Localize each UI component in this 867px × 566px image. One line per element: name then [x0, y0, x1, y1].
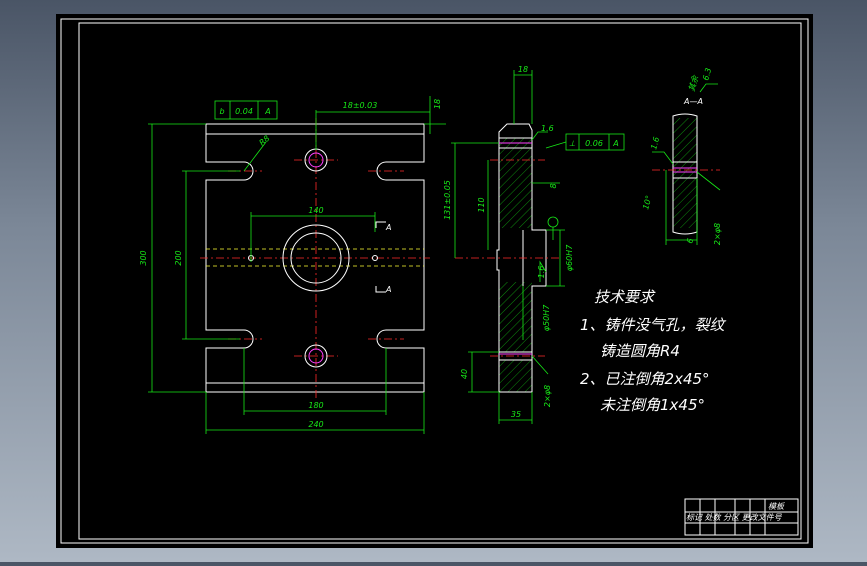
notes-line-4: 未注倒角1x45° [600, 396, 705, 414]
center-bore-inner [290, 232, 342, 284]
notes-line-2: 铸造圆角R4 [600, 342, 680, 360]
side-dim-bore: φ60H7 [565, 244, 574, 271]
notes-line-1: 1、铸件没气孔，裂纹 [580, 316, 727, 334]
side-tolerance-frame: ⟂ 0.06 A [545, 133, 625, 151]
dim-top-right: 18 [433, 99, 442, 109]
dim-bottom-outer: 240 [308, 420, 323, 429]
side-dim-height-total: 131±0.05 [443, 180, 452, 220]
front-tol-value: 0.04 [235, 107, 253, 116]
side-dim-bottom-height: 40 [460, 369, 469, 379]
section-mark-top: A [385, 223, 391, 232]
front-tolerance-frame: b 0.04 A [214, 100, 278, 120]
title-row-text: 标记 处数 分区 更改文件号 [686, 513, 783, 522]
side-tol-symbol: ⟂ [569, 139, 575, 148]
pin-hole-right [372, 255, 378, 261]
side-hatch-bottom [499, 360, 532, 392]
center-bore-outer [282, 224, 350, 292]
detail-roughness-main: 6.3 [701, 67, 713, 82]
detail-dim-angle: 10° [641, 194, 653, 210]
front-tol-datum: A [264, 107, 270, 116]
side-dim-hole-spec: 2×φ8 [543, 385, 552, 407]
drawing-sheet [56, 14, 813, 548]
technical-notes: 技术要求 1、铸件没气孔，裂纹 铸造圆角R4 2、已注倒角2x45° 未注倒角1… [580, 288, 727, 414]
notes-line-3: 2、已注倒角2x45° [580, 370, 710, 388]
hole-bottom-outer [304, 344, 328, 368]
title-drawing-name: 模板 [768, 502, 785, 511]
side-dim-height-part: 110 [477, 197, 486, 212]
side-hatch-mid [499, 282, 532, 352]
detail-view: A—A 其余 6.3 1.6 10° 6 2×φ8 [641, 67, 722, 245]
title-block: 模板 标记 处数 分区 更改文件号 [684, 498, 799, 536]
dim-inner-width: 140 [308, 206, 323, 215]
detail-hatch [673, 118, 697, 228]
section-mark-bottom: A [385, 285, 391, 294]
side-tol-datum: A [612, 139, 618, 148]
dim-top-offset: 18±0.03 [343, 101, 378, 110]
detail-dim-hole: 2×φ8 [713, 223, 722, 245]
side-view: 18 1.6 ⟂ 0.06 A 8 131±0.05 110 1.6 [443, 65, 625, 424]
front-tol-symbol: b [219, 107, 224, 116]
detail-dim-small: 6 [685, 237, 695, 244]
detail-rotated-text: 其余 [687, 74, 700, 93]
side-roughness-1: 1.6 [541, 124, 554, 133]
detail-roughness-small: 1.6 [649, 136, 661, 151]
side-dim-bottom-width: 35 [511, 410, 521, 419]
front-view: b 0.04 A 18±0.03 18 R8 140 A A 300 [139, 96, 446, 434]
dim-height-inner: 200 [174, 250, 183, 265]
side-dim-top-width: 18 [518, 65, 528, 74]
dim-height-outer: 300 [139, 250, 148, 265]
detail-label: A—A [683, 97, 703, 106]
side-dim-step: 8 [549, 183, 558, 188]
side-tol-value: 0.06 [585, 139, 603, 148]
side-hatch-top [499, 138, 532, 228]
side-dim-bore-2: φ50H7 [542, 304, 551, 331]
dim-bottom-inner: 180 [308, 401, 323, 410]
inner-frame [78, 22, 802, 540]
hole-top-inner [308, 152, 324, 168]
hole-bottom-inner [308, 348, 324, 364]
notes-title: 技术要求 [594, 288, 656, 306]
outer-frame [60, 18, 809, 544]
side-roughness-2: 1.6 [537, 266, 546, 279]
